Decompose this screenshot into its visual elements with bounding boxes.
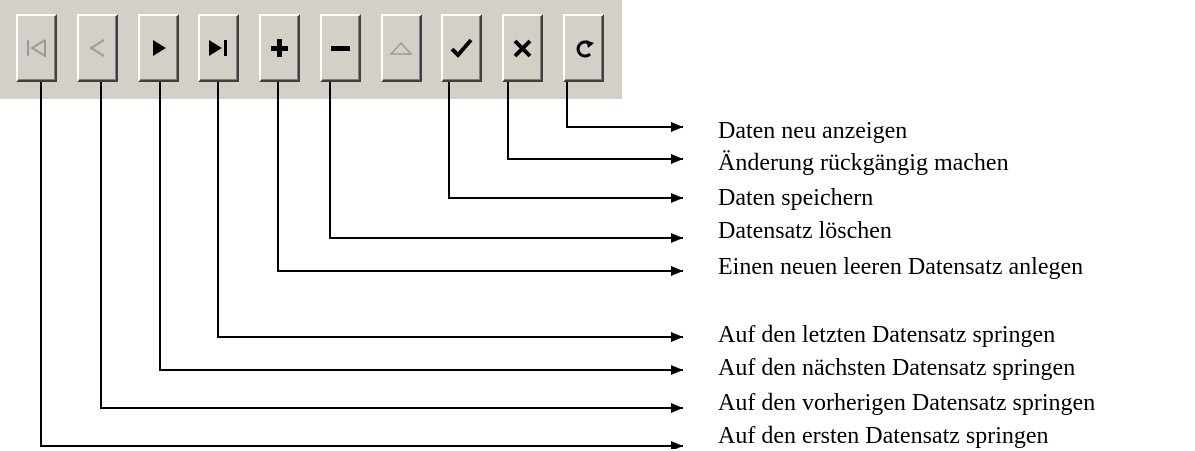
callout-line-first: [40, 82, 683, 449]
first-record-icon: [27, 39, 46, 58]
checkmark-icon: [450, 38, 473, 58]
refresh-data-button[interactable]: [563, 14, 604, 82]
label-delete: Datensatz löschen: [718, 218, 892, 244]
callout-line-delete: [329, 82, 683, 243]
plus-icon: [271, 39, 288, 57]
label-insert: Einen neuen leeren Datensatz anlegen: [718, 254, 1084, 280]
callout-line-last: [217, 82, 683, 342]
post-record-button[interactable]: [441, 14, 482, 82]
x-icon: [513, 39, 532, 58]
refresh-icon: [576, 40, 594, 58]
label-refresh: Daten neu anzeigen: [718, 118, 908, 144]
prior-record-button[interactable]: [77, 14, 118, 82]
label-first: Auf den ersten Datensatz springen: [718, 423, 1049, 449]
prior-record-icon: [89, 39, 105, 57]
cancel-edit-button[interactable]: [502, 14, 543, 82]
label-prior: Auf den vorherigen Datensatz springen: [718, 390, 1096, 416]
insert-record-button[interactable]: [259, 14, 300, 82]
first-record-button[interactable]: [16, 14, 57, 82]
navigator-toolbar: [0, 0, 622, 99]
delete-record-button[interactable]: [320, 14, 361, 82]
callout-line-next: [159, 82, 683, 375]
label-post: Daten speichern: [718, 185, 874, 211]
last-record-button[interactable]: [198, 14, 239, 82]
next-record-button[interactable]: [138, 14, 179, 82]
last-record-icon: [209, 40, 227, 56]
edit-record-button[interactable]: [381, 14, 422, 82]
callout-line-prior: [100, 82, 683, 413]
label-next: Auf den nächsten Datensatz springen: [718, 355, 1076, 381]
label-last: Auf den letzten Datensatz springen: [718, 322, 1056, 348]
next-record-icon: [153, 40, 166, 56]
minus-icon: [331, 46, 350, 51]
callout-line-post: [448, 82, 683, 203]
label-cancel: Änderung rückgängig machen: [718, 150, 1009, 176]
callout-line-insert: [277, 82, 683, 276]
triangle-up-icon: [389, 41, 413, 55]
